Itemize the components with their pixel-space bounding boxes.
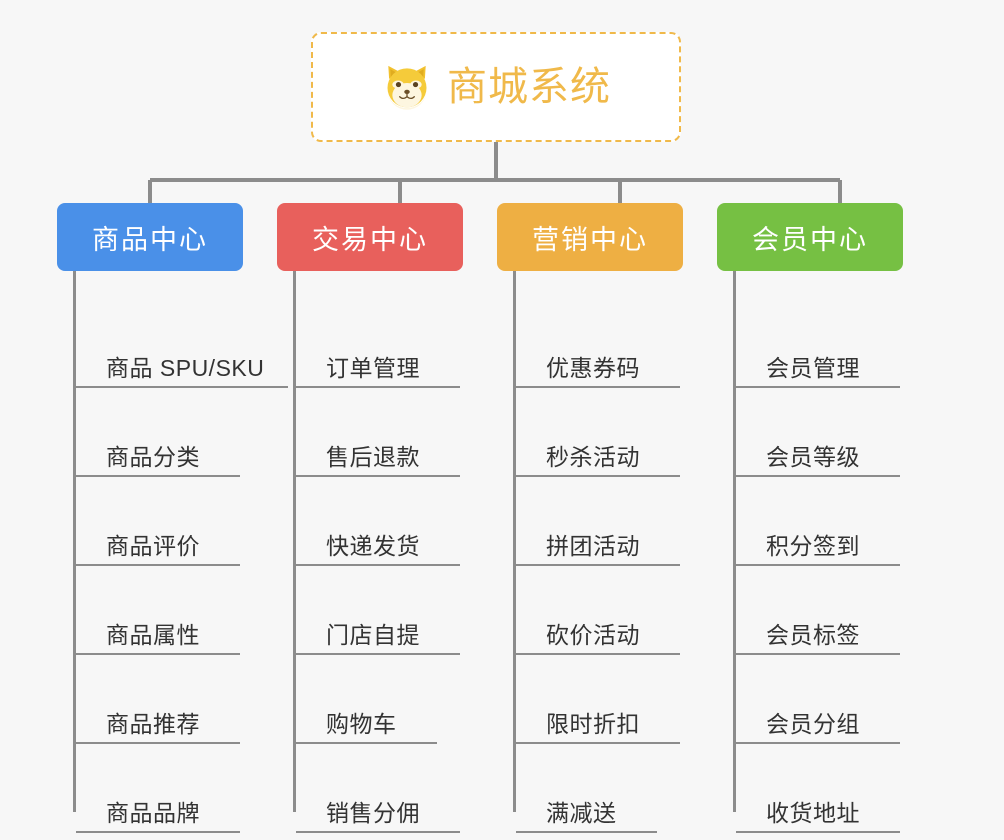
leaf-underline <box>76 653 240 655</box>
leaf-list-product: 商品 SPU/SKU 商品分类 商品评价 商品属性 商品推荐 <box>73 271 288 833</box>
leaf-label: 商品 SPU/SKU <box>106 354 265 381</box>
category-header-trade[interactable]: 交易中心 <box>277 203 463 271</box>
leaf-label: 商品推荐 <box>106 710 200 737</box>
leaf-list-trade: 订单管理 售后退款 快递发货 门店自提 购物车 <box>293 271 497 833</box>
list-item[interactable]: 满减送 <box>516 744 717 833</box>
list-item[interactable]: 商品 SPU/SKU <box>76 299 288 388</box>
category-label: 商品中心 <box>92 224 208 255</box>
leaf-underline <box>76 386 288 388</box>
leaf-label: 砍价活动 <box>546 621 640 648</box>
leaf-label: 收货地址 <box>766 799 860 826</box>
leaf-underline <box>76 475 240 477</box>
shiba-dog-face-icon <box>387 65 427 110</box>
leaf-label: 快递发货 <box>326 532 420 559</box>
leaf-label: 购物车 <box>326 710 397 737</box>
leaf-underline <box>516 831 657 833</box>
list-item[interactable]: 收货地址 <box>736 744 937 833</box>
category-header-marketing[interactable]: 营销中心 <box>497 203 683 271</box>
leaf-label: 商品评价 <box>106 532 200 559</box>
leaf-label: 优惠券码 <box>546 354 640 381</box>
category-column-member: 会员中心 会员管理 会员等级 积分签到 会员标签 <box>717 203 937 833</box>
leaf-underline <box>736 831 900 833</box>
leaf-label: 限时折扣 <box>546 710 640 737</box>
leaf-label: 售后退款 <box>326 443 420 470</box>
leaf-list-member: 会员管理 会员等级 积分签到 会员标签 会员分组 <box>733 271 937 833</box>
list-item[interactable]: 门店自提 <box>296 566 497 655</box>
leaf-label: 拼团活动 <box>546 532 640 559</box>
leaf-label: 订单管理 <box>326 354 420 381</box>
list-item[interactable]: 秒杀活动 <box>516 388 717 477</box>
category-column-product: 商品中心 商品 SPU/SKU 商品分类 商品评价 商品属性 <box>57 203 288 833</box>
leaf-underline <box>296 831 460 833</box>
root-node[interactable]: 商城系统 <box>311 32 681 142</box>
category-column-trade: 交易中心 订单管理 售后退款 快递发货 门店自提 <box>277 203 497 833</box>
leaf-label: 商品品牌 <box>106 799 200 826</box>
leaf-label: 会员管理 <box>766 354 860 381</box>
category-label: 营销中心 <box>532 224 648 255</box>
leaf-underline <box>76 564 240 566</box>
root-title: 商城系统 <box>447 65 611 109</box>
leaf-underline <box>296 386 460 388</box>
list-item[interactable]: 销售分佣 <box>296 744 497 833</box>
category-column-marketing: 营销中心 优惠券码 秒杀活动 拼团活动 砍价活动 <box>497 203 717 833</box>
category-header-product[interactable]: 商品中心 <box>57 203 243 271</box>
leaf-underline <box>296 653 460 655</box>
leaf-underline <box>516 475 680 477</box>
list-item[interactable]: 商品属性 <box>76 566 277 655</box>
leaf-label: 销售分佣 <box>326 799 420 826</box>
list-item[interactable]: 会员标签 <box>736 566 937 655</box>
leaf-underline <box>516 564 680 566</box>
category-label: 会员中心 <box>752 224 868 255</box>
category-header-member[interactable]: 会员中心 <box>717 203 903 271</box>
list-item[interactable]: 积分签到 <box>736 477 937 566</box>
leaf-underline <box>736 386 900 388</box>
category-columns: 商品中心 商品 SPU/SKU 商品分类 商品评价 商品属性 <box>0 203 1004 840</box>
leaf-label: 会员标签 <box>766 621 860 648</box>
leaf-label: 秒杀活动 <box>546 443 640 470</box>
leaf-underline <box>736 564 900 566</box>
leaf-underline <box>76 742 240 744</box>
leaf-underline <box>736 653 900 655</box>
category-label: 交易中心 <box>312 224 428 255</box>
list-item[interactable]: 商品评价 <box>76 477 277 566</box>
list-item[interactable]: 商品推荐 <box>76 655 277 744</box>
leaf-underline <box>296 742 437 744</box>
list-item[interactable]: 限时折扣 <box>516 655 717 744</box>
leaf-label: 满减送 <box>546 799 617 826</box>
list-item[interactable]: 拼团活动 <box>516 477 717 566</box>
list-item[interactable]: 会员管理 <box>736 299 937 388</box>
list-item[interactable]: 会员等级 <box>736 388 937 477</box>
leaf-label: 会员分组 <box>766 710 860 737</box>
leaf-label: 积分签到 <box>766 532 860 559</box>
leaf-underline <box>736 475 900 477</box>
leaf-label: 商品属性 <box>106 621 200 648</box>
leaf-underline <box>516 386 680 388</box>
leaf-label: 门店自提 <box>326 621 420 648</box>
list-item[interactable]: 优惠券码 <box>516 299 717 388</box>
leaf-underline <box>296 564 460 566</box>
leaf-underline <box>296 475 460 477</box>
list-item[interactable]: 砍价活动 <box>516 566 717 655</box>
leaf-underline <box>516 742 680 744</box>
leaf-underline <box>736 742 900 744</box>
leaf-underline <box>76 831 240 833</box>
leaf-list-marketing: 优惠券码 秒杀活动 拼团活动 砍价活动 限时折扣 <box>513 271 717 833</box>
list-item[interactable]: 商品品牌 <box>76 744 277 833</box>
list-item[interactable]: 会员分组 <box>736 655 937 744</box>
leaf-label: 会员等级 <box>766 443 860 470</box>
list-item[interactable]: 购物车 <box>296 655 497 744</box>
leaf-underline <box>516 653 680 655</box>
list-item[interactable]: 售后退款 <box>296 388 497 477</box>
list-item[interactable]: 商品分类 <box>76 388 277 477</box>
list-item[interactable]: 订单管理 <box>296 299 497 388</box>
list-item[interactable]: 快递发货 <box>296 477 497 566</box>
leaf-label: 商品分类 <box>106 443 200 470</box>
